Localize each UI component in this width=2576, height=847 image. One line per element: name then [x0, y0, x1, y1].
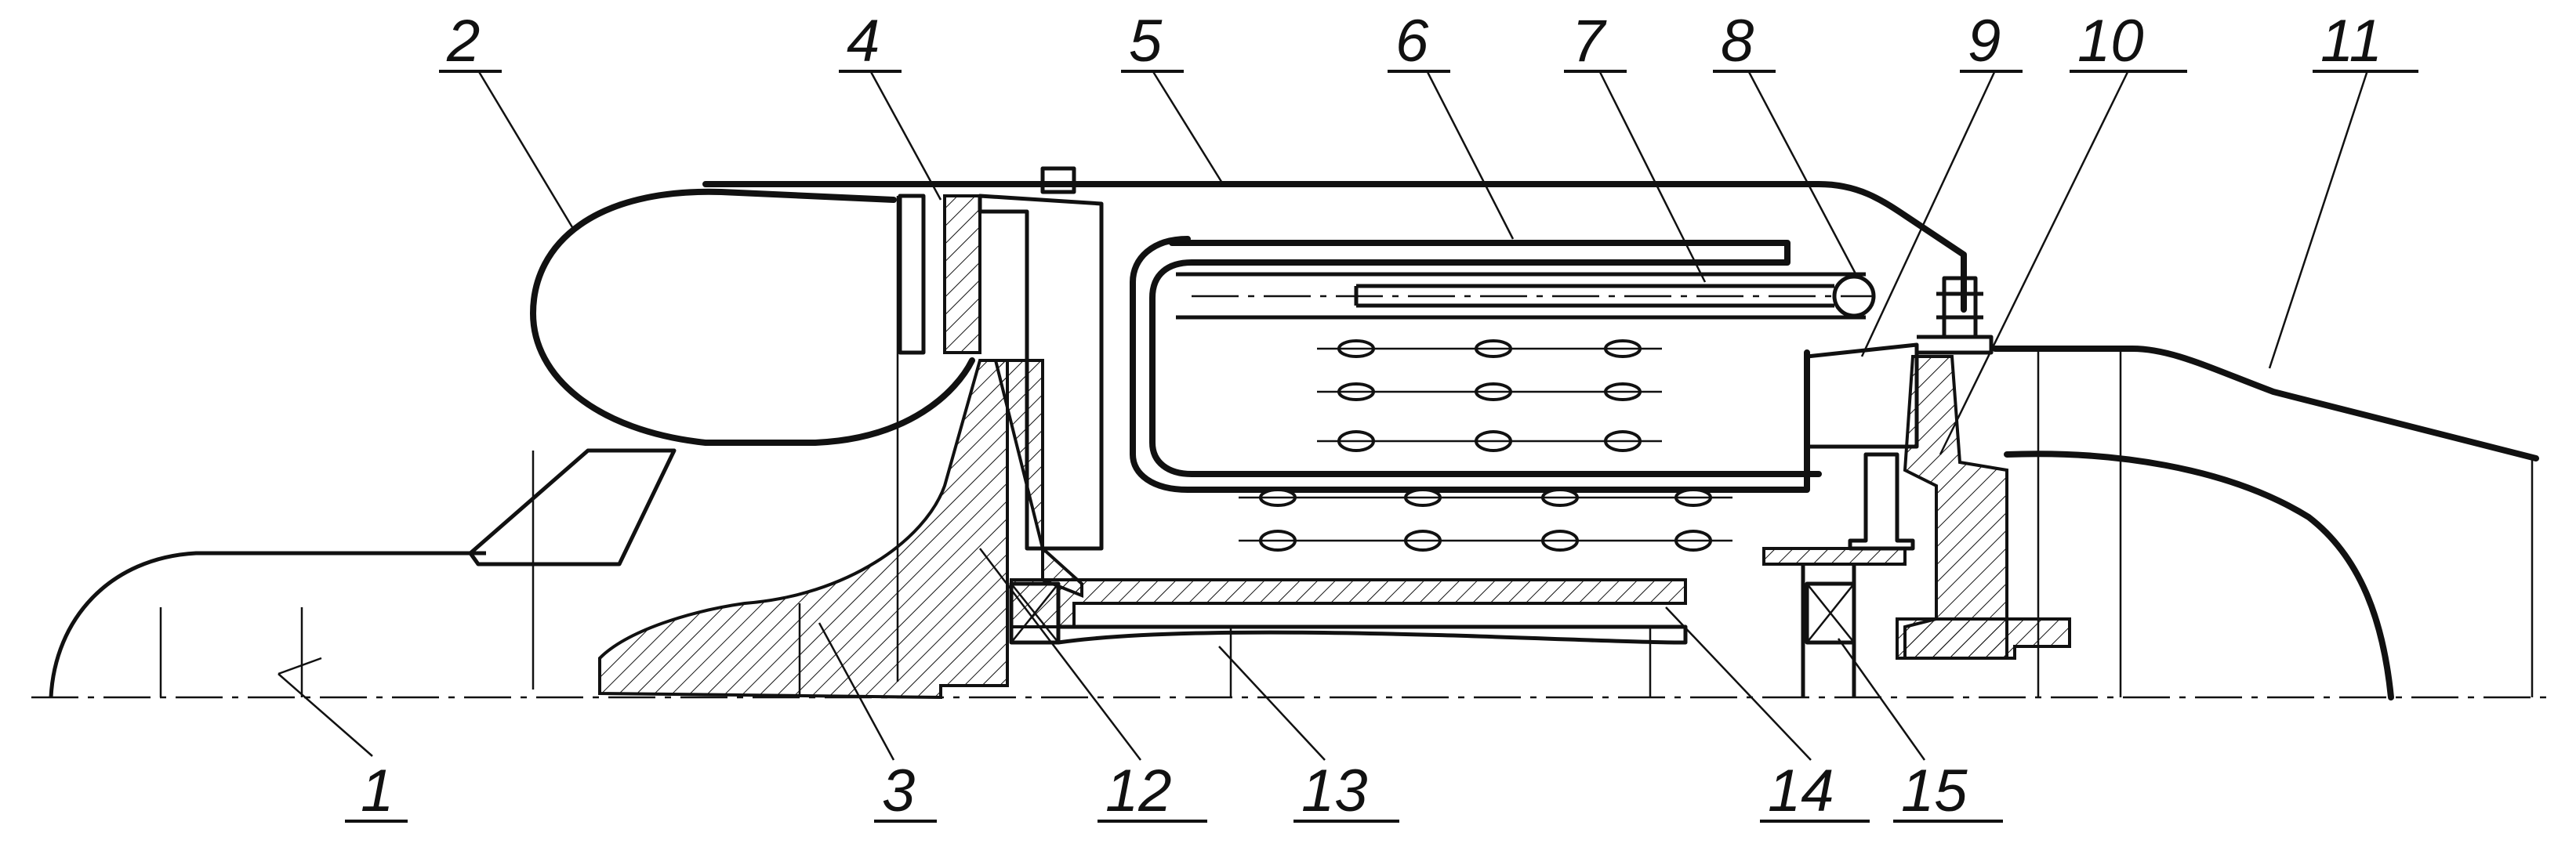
callout-1: 1 [361, 758, 394, 824]
rear-bearing-housing [1801, 564, 1856, 697]
leader-lines [278, 70, 2369, 761]
shaft [1056, 624, 1688, 645]
diffuser-bolt [1040, 166, 1076, 194]
callout-15: 15 [1901, 758, 1968, 824]
callout-labels: 1 2 3 4 5 6 7 8 9 10 11 12 13 14 15 [345, 8, 2418, 824]
callout-3: 3 [882, 758, 915, 824]
compressor-impeller [598, 359, 1009, 700]
leader-15 [1837, 638, 1926, 761]
leader-6 [1425, 70, 1515, 240]
turbine-nozzle [1806, 342, 1919, 449]
leader-11 [2268, 70, 2369, 369]
leader-10 [1939, 70, 2130, 455]
turbine-disk-stem [1848, 452, 1915, 551]
diffuser-ring [898, 194, 926, 355]
leader-4 [869, 70, 942, 201]
callout-11: 11 [2320, 8, 2382, 74]
leader-8 [1747, 70, 1859, 279]
callout-6: 6 [1395, 8, 1429, 74]
callout-14: 14 [1768, 758, 1834, 824]
turbine-hub [1896, 617, 2071, 660]
bearing-12-x2 [1010, 583, 1059, 643]
combustion-chamber [1149, 240, 1822, 477]
exhaust-nozzle [1992, 346, 2539, 462]
outer-casing [702, 181, 1967, 313]
diffuser-flange [978, 194, 1104, 551]
leader-13 [1218, 646, 1326, 761]
exhaust-inner-fairing [2004, 451, 2394, 700]
bearing-15-x2 [1806, 583, 1855, 643]
combustion-chamber-outer [1130, 236, 1810, 493]
callout-7: 7 [1572, 8, 1607, 74]
turbine-spacer [1762, 547, 1907, 566]
turbine-wheel [1903, 355, 2008, 660]
callout-4: 4 [847, 8, 880, 74]
callout-10: 10 [2077, 8, 2144, 74]
callout-13: 13 [1301, 758, 1368, 824]
leader-14 [1665, 606, 1812, 761]
inlet-strut [468, 448, 677, 566]
leader-9 [1860, 70, 1997, 357]
inlet-cowl [530, 188, 975, 446]
bearing-housing-left [1010, 578, 1687, 628]
callout-9: 9 [1968, 8, 2001, 74]
callout-2: 2 [446, 8, 480, 74]
callout-12: 12 [1105, 758, 1172, 824]
turbine-flange-bolt [1936, 276, 1983, 339]
liner-holes [1239, 339, 1732, 552]
fuel-injector-tube-outer [1176, 272, 1866, 320]
turbine-shroud [1917, 335, 1994, 355]
leader-7 [1598, 70, 1707, 283]
leader-12 [979, 548, 1141, 761]
diffuser-ring-hatch [943, 194, 981, 354]
leader-3 [818, 622, 895, 761]
callout-8: 8 [1721, 8, 1754, 74]
bearing-12 [1009, 581, 1061, 645]
leader-2 [477, 70, 574, 228]
leader-5 [1151, 70, 1225, 185]
callout-5: 5 [1129, 8, 1163, 74]
leader-1 [278, 657, 322, 675]
leader-1b [278, 673, 373, 757]
inlet-fairing [49, 551, 486, 698]
